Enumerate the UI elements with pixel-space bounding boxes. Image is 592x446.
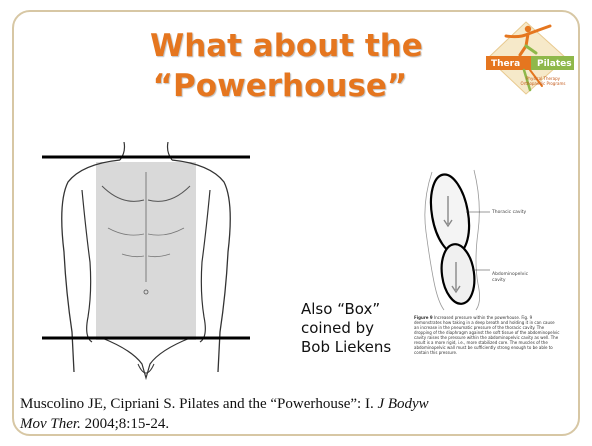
- figure-caption: Figure 9 Increased pressure within the p…: [414, 315, 560, 385]
- abdominopelvic-label-line-2: cavity: [492, 278, 528, 284]
- torso-outline-image: [42, 142, 250, 384]
- citation-line-1: Muscolino JE, Cipriani S. Pilates and th…: [20, 394, 576, 414]
- torso-illustration: [42, 142, 250, 384]
- citation-line-2: Mov Ther. 2004;8:15-24.: [20, 414, 576, 434]
- citation-journal-1: J Bodyw: [377, 396, 428, 412]
- logo-wordmark: Thera Pilates: [488, 58, 576, 70]
- caption-line-2: coined by: [301, 319, 411, 338]
- therapilates-logo: Thera Pilates Physical Therapy Orthopaed…: [484, 20, 576, 96]
- title-line-2: “Powerhouse”: [150, 66, 410, 106]
- caption-line-3: Bob Liekens: [301, 338, 411, 357]
- abdominopelvic-cavity-label: Abdominopelvic cavity: [492, 272, 528, 284]
- box-caption: Also “Box” coined by Bob Liekens: [301, 300, 411, 357]
- citation-text-2: 2004;8:15-24.: [85, 416, 170, 432]
- citation-text-1: Muscolino JE, Cipriani S. Pilates and th…: [20, 396, 374, 412]
- logo-word-pilates: Pilates: [537, 58, 572, 70]
- logo-tagline-line-2: Orthopaedic Programs: [508, 81, 578, 86]
- logo-tagline: Physical Therapy Orthopaedic Programs: [508, 76, 578, 86]
- figure-head-icon: [525, 26, 531, 32]
- abdominopelvic-cavity-shape: [438, 242, 478, 306]
- citation: Muscolino JE, Cipriani S. Pilates and th…: [20, 394, 576, 434]
- abdominal-cavity-figure: Thoracic cavity Abdominopelvic cavity Fi…: [404, 162, 564, 386]
- thoracic-cavity-label: Thoracic cavity: [492, 210, 526, 215]
- thoracic-cavity-shape: [425, 171, 474, 256]
- slide-title: What about the “Powerhouse”: [150, 26, 410, 106]
- title-line-1: What about the: [150, 26, 410, 66]
- caption-line-1: Also “Box”: [301, 300, 411, 319]
- cavity-diagram-image: [404, 162, 564, 312]
- logo-word-thera: Thera: [491, 58, 520, 70]
- citation-journal-2: Mov Ther.: [20, 416, 81, 432]
- figure-caption-text: Increased pressure within the powerhouse…: [414, 315, 559, 355]
